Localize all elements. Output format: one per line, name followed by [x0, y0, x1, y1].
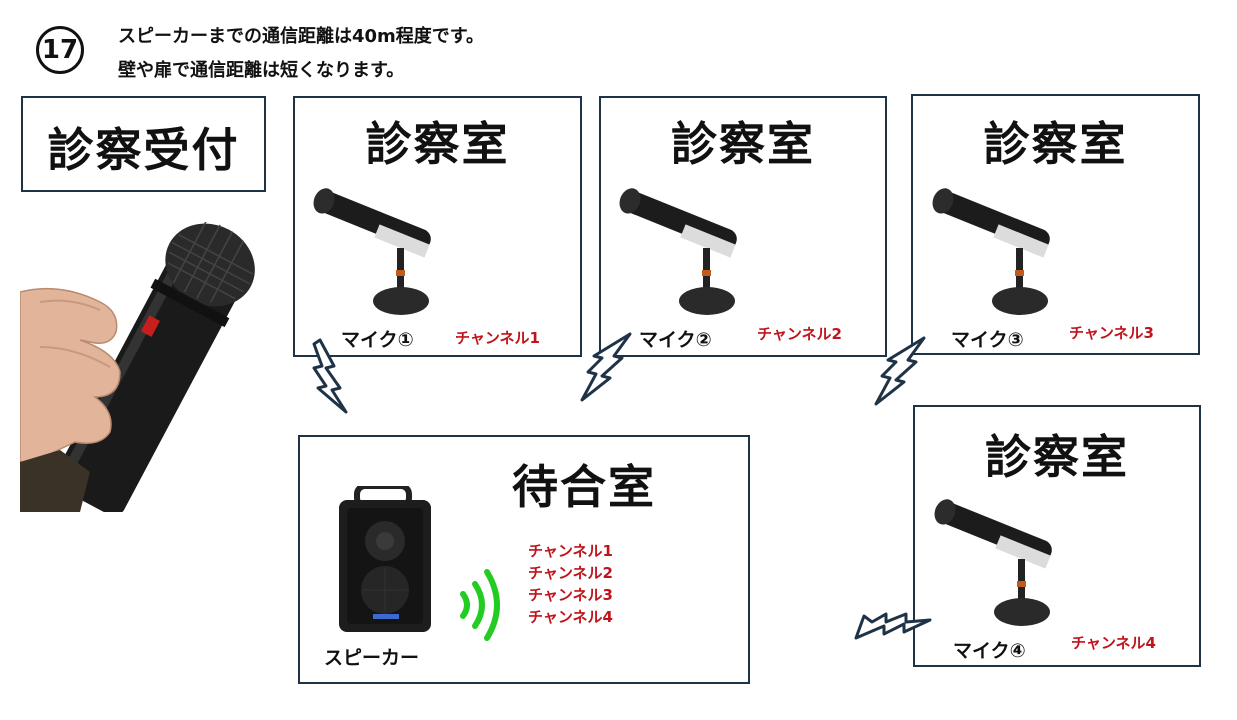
speaker-label: スピーカー — [324, 643, 419, 670]
reception-box: 診察受付 — [21, 96, 266, 192]
mic-4-channel: チャンネル4 — [1071, 632, 1156, 653]
exam-room-1-title: 診察室 — [295, 108, 580, 174]
mic-stand-icon — [926, 188, 1066, 318]
header-line-1: スピーカーまでの通信距離は40m程度です。 — [118, 22, 484, 48]
mic-4-label: マイク④ — [953, 636, 1026, 663]
mic-3-channel: チャンネル3 — [1069, 322, 1154, 343]
exam-room-3-title: 診察室 — [913, 108, 1198, 174]
mic-stand-icon — [307, 188, 447, 318]
lightning-bolt-icon — [852, 610, 932, 642]
speaker-channel-4: チャンネル4 — [528, 606, 613, 628]
speaker-channel-1: チャンネル1 — [528, 540, 613, 562]
handheld-microphone-image — [20, 222, 260, 512]
lightning-bolt-icon — [312, 338, 352, 414]
reception-title: 診察受付 — [23, 114, 264, 180]
mic-stand-icon — [928, 499, 1068, 629]
speaker-channel-2: チャンネル2 — [528, 562, 613, 584]
lightning-bolt-icon — [872, 336, 928, 406]
exam-room-2-title: 診察室 — [601, 108, 885, 174]
speaker-channel-3: チャンネル3 — [528, 584, 613, 606]
header-line-2: 壁や扉で通信距離は短くなります。 — [118, 56, 404, 82]
mic-1-channel: チャンネル1 — [455, 327, 540, 348]
step-number-badge: 17 — [36, 26, 84, 74]
mic-stand-icon — [613, 188, 753, 318]
wireless-waves-icon — [455, 566, 507, 644]
mic-2-channel: チャンネル2 — [757, 323, 842, 344]
speaker-channel-list: チャンネル1 チャンネル2 チャンネル3 チャンネル4 — [528, 540, 613, 628]
lightning-bolt-icon — [578, 332, 634, 402]
exam-room-4-title: 診察室 — [915, 421, 1199, 487]
mic-2-label: マイク② — [639, 325, 712, 352]
waiting-room-title: 待合室 — [420, 451, 748, 517]
mic-3-label: マイク③ — [951, 325, 1024, 352]
speaker-icon — [333, 486, 437, 634]
